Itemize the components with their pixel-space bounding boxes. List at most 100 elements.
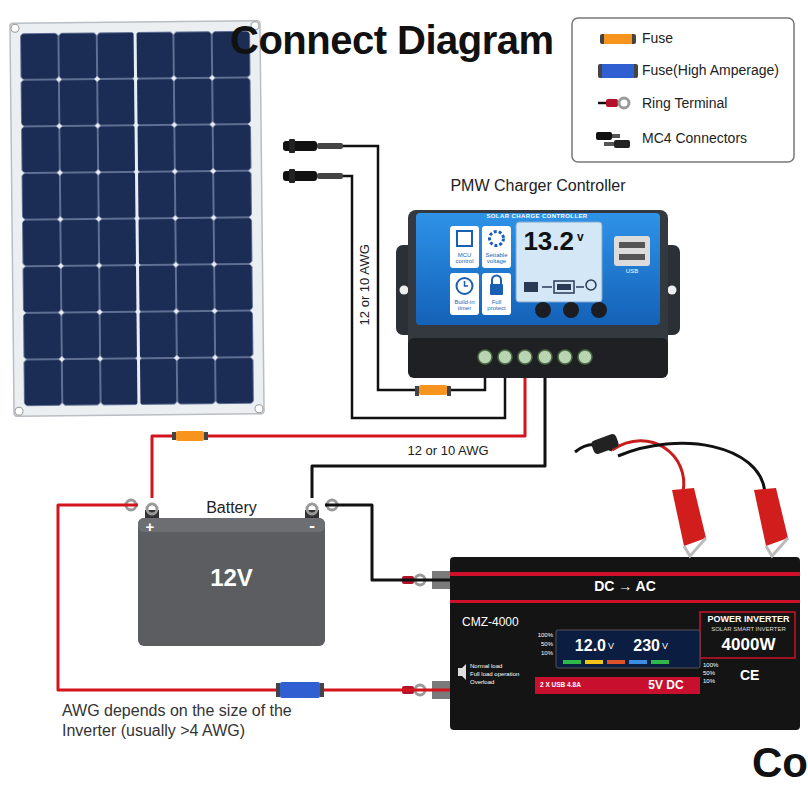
legend-mc4-sample bbox=[596, 132, 630, 148]
charge-controller bbox=[538, 350, 552, 364]
charge-controller bbox=[668, 286, 677, 295]
charge-controller bbox=[396, 210, 680, 378]
charge-controller bbox=[578, 350, 592, 364]
icon-caption: MCU control bbox=[450, 252, 479, 265]
solar-panel bbox=[10, 21, 264, 417]
battery-clip-cable bbox=[618, 443, 765, 492]
charge-controller bbox=[586, 280, 596, 290]
legend-frame bbox=[572, 18, 794, 162]
legend-mc4-sample bbox=[596, 132, 612, 140]
node-text: SOLAR SMART INVERTER bbox=[702, 626, 795, 633]
ring-terminal bbox=[147, 504, 157, 514]
mc4-connector bbox=[289, 169, 295, 183]
charge-controller bbox=[563, 302, 579, 318]
legend-mc4-sample bbox=[604, 142, 614, 146]
ce-mark: CE bbox=[740, 667, 770, 684]
wire-gauge-label: 12 or 10 AWG bbox=[357, 235, 373, 335]
wire-connector bbox=[58, 505, 450, 690]
inline-fuse bbox=[419, 385, 447, 395]
status-note: Full load operation bbox=[470, 671, 532, 678]
battery-clip-cable bbox=[766, 538, 788, 556]
solar-panel bbox=[20, 31, 254, 406]
charge-controller bbox=[450, 273, 479, 315]
inverter-box: DC → ACCMZ-4000POWER INVERTERSOLAR SMART… bbox=[450, 557, 800, 730]
inline-fuse bbox=[172, 431, 208, 441]
charge-controller bbox=[457, 231, 472, 246]
node-text: DC → AC bbox=[565, 578, 685, 595]
power-inverter bbox=[432, 557, 800, 730]
ring-terminal bbox=[126, 500, 425, 695]
legend-swatch bbox=[598, 64, 638, 78]
level-mark: 10% bbox=[703, 678, 725, 685]
level-mark: 10% bbox=[531, 650, 553, 657]
legend-ring-terminal-sample bbox=[606, 99, 618, 107]
fuse-cap bbox=[276, 683, 280, 697]
mc4-connector bbox=[289, 139, 295, 153]
power-inverter bbox=[585, 660, 603, 664]
status-note: Overload bbox=[470, 679, 532, 686]
charge-controller bbox=[408, 338, 668, 378]
charge-controller bbox=[482, 226, 511, 268]
charge-controller bbox=[492, 276, 501, 285]
charge-controller-box: PMW Charger Controller bbox=[408, 176, 668, 378]
charge-controller bbox=[619, 254, 645, 260]
charge-controller bbox=[542, 286, 552, 288]
power-inverter bbox=[563, 660, 581, 664]
charge-controller bbox=[614, 236, 650, 266]
charge-controller bbox=[478, 350, 492, 364]
level-mark: 50% bbox=[703, 670, 725, 677]
inline-fuse bbox=[415, 386, 419, 396]
ring-terminal-crimp bbox=[402, 576, 414, 694]
usb-output-label: 5V DC bbox=[636, 678, 696, 692]
solar-panel bbox=[135, 32, 139, 405]
power-inverter bbox=[607, 660, 625, 664]
legend-ring-terminal-sample bbox=[598, 98, 629, 108]
legend-ring-terminal-sample bbox=[619, 98, 629, 108]
inline-fuse bbox=[447, 386, 451, 396]
legend-text: MC4 Connectors bbox=[642, 130, 747, 147]
fuse-cap bbox=[172, 432, 176, 440]
wire-connector bbox=[152, 378, 525, 498]
legend-frame bbox=[572, 18, 794, 162]
power-inverter bbox=[450, 557, 800, 730]
charge-controller bbox=[554, 281, 574, 293]
display-reading: 230 bbox=[624, 636, 660, 655]
node-text: PMW Charger Controller bbox=[408, 176, 668, 195]
charge-controller bbox=[576, 286, 584, 288]
polarity-sign: - bbox=[305, 516, 319, 536]
charge-controller bbox=[450, 226, 479, 268]
lcd-unit: v bbox=[577, 230, 591, 244]
mc4-connector bbox=[317, 173, 343, 179]
battery-clip-cable bbox=[754, 488, 788, 546]
mc4-connector bbox=[283, 171, 317, 181]
legend-text: Ring Terminal bbox=[642, 95, 727, 112]
controller-heading: SOLAR CHARGE CONTROLLER bbox=[462, 213, 612, 220]
charge-controller bbox=[558, 350, 572, 364]
legend-mc4-sample bbox=[612, 134, 620, 138]
legend-swatch bbox=[600, 34, 636, 44]
battery bbox=[138, 510, 325, 646]
mc4-connector bbox=[283, 139, 343, 183]
battery-clip-cable bbox=[590, 433, 619, 455]
legend-text: Fuse bbox=[642, 30, 673, 47]
high-amp-fuse bbox=[276, 682, 324, 698]
cut-off-heading: Co bbox=[752, 738, 808, 788]
wire-gauge-label: 12 or 10 AWG bbox=[398, 443, 498, 459]
ring-terminal bbox=[307, 504, 317, 514]
level-mark: 100% bbox=[703, 662, 725, 669]
level-mark: 100% bbox=[531, 632, 553, 639]
power-inverter bbox=[458, 664, 466, 680]
icon-caption: Build-in timer bbox=[450, 299, 479, 312]
charge-controller bbox=[490, 284, 503, 295]
battery-clip-cable bbox=[612, 441, 684, 492]
usb-rating: 2 X USB 4.8A bbox=[540, 681, 600, 689]
status-note: Normal load bbox=[470, 663, 532, 670]
usb-label: USB bbox=[614, 268, 650, 275]
charge-controller bbox=[457, 278, 473, 294]
charge-controller bbox=[619, 242, 645, 248]
battery-box: Battery12V bbox=[138, 498, 325, 646]
power-inverter bbox=[651, 660, 669, 664]
